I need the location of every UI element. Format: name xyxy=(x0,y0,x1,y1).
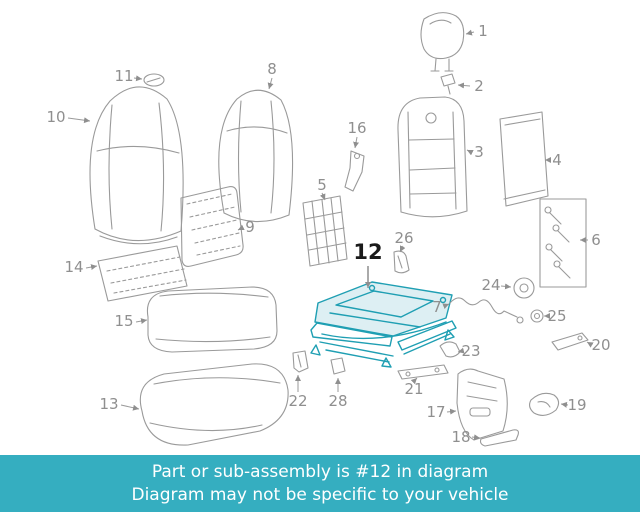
lead-line-21 xyxy=(410,377,418,385)
part-19-handle-drawing xyxy=(528,392,560,416)
seat-parts-exploded-diagram xyxy=(67,12,594,447)
info-banner: Part or sub-assembly is #12 in diagram D… xyxy=(0,455,640,512)
lead-line-8 xyxy=(267,77,274,90)
part-11-grommet-drawing xyxy=(143,73,165,87)
lead-line-5 xyxy=(319,192,326,201)
part-28-pin-drawing xyxy=(330,357,346,375)
part-17-side-shield-drawing xyxy=(456,368,508,441)
part-18-lever-drawing xyxy=(479,429,519,447)
lead-line-20 xyxy=(586,341,594,348)
part-14-heater-pad-drawing xyxy=(97,245,188,302)
part-9-back-pad-drawing xyxy=(180,186,244,267)
lead-line-26 xyxy=(399,245,406,253)
lead-line-14 xyxy=(85,264,98,271)
part-5-lumbar-grid-drawing xyxy=(302,195,348,267)
lead-line-15 xyxy=(135,318,148,325)
lead-line-24 xyxy=(500,283,512,290)
part-16-recliner-lever-drawing xyxy=(344,150,365,192)
lead-lines xyxy=(67,29,594,441)
part-24-knob-drawing xyxy=(513,277,535,299)
part-23-bracket-drawing xyxy=(439,341,461,358)
lead-line-7 xyxy=(442,303,450,310)
lead-line-9 xyxy=(237,224,245,231)
lead-line-19 xyxy=(560,401,569,408)
lead-line-3 xyxy=(466,149,474,156)
part-6-fastener-kit-drawing xyxy=(539,198,587,288)
lead-line-10 xyxy=(67,117,91,124)
part-10-left-seatback-drawing xyxy=(89,86,184,245)
part-3-seatback-frame-drawing xyxy=(397,96,468,218)
lead-line-16 xyxy=(353,136,360,149)
part-21-rail-bracket-drawing xyxy=(397,364,449,380)
part-7-harness-drawing xyxy=(449,297,524,324)
part-22-spacer-drawing xyxy=(292,350,309,373)
part-2-clip-drawing xyxy=(440,73,456,95)
part-13-cushion-cover-drawing xyxy=(139,363,289,446)
lead-line-23 xyxy=(457,347,465,354)
lead-line-2 xyxy=(457,82,471,89)
lead-line-18 xyxy=(471,434,481,441)
banner-secondary-text: Diagram may not be specific to your vehi… xyxy=(131,485,509,505)
part-20-bracket-drawing xyxy=(551,332,589,351)
part-4-back-panel-drawing xyxy=(499,111,549,207)
part-12-seat-track-assembly-drawing xyxy=(310,281,457,368)
part-1-headrest-drawing xyxy=(420,12,465,72)
lead-line-17 xyxy=(446,408,457,415)
lead-line-11 xyxy=(133,75,143,82)
lead-line-13 xyxy=(120,404,140,411)
part-25-washer-drawing xyxy=(530,309,544,323)
part-15-seat-cushion-pad-drawing xyxy=(146,286,278,353)
banner-primary-text: Part or sub-assembly is #12 in diagram xyxy=(151,461,489,482)
lead-line-1 xyxy=(465,29,475,36)
part-8-center-seatback-drawing xyxy=(218,89,294,223)
part-26-clip-drawing xyxy=(393,250,410,274)
